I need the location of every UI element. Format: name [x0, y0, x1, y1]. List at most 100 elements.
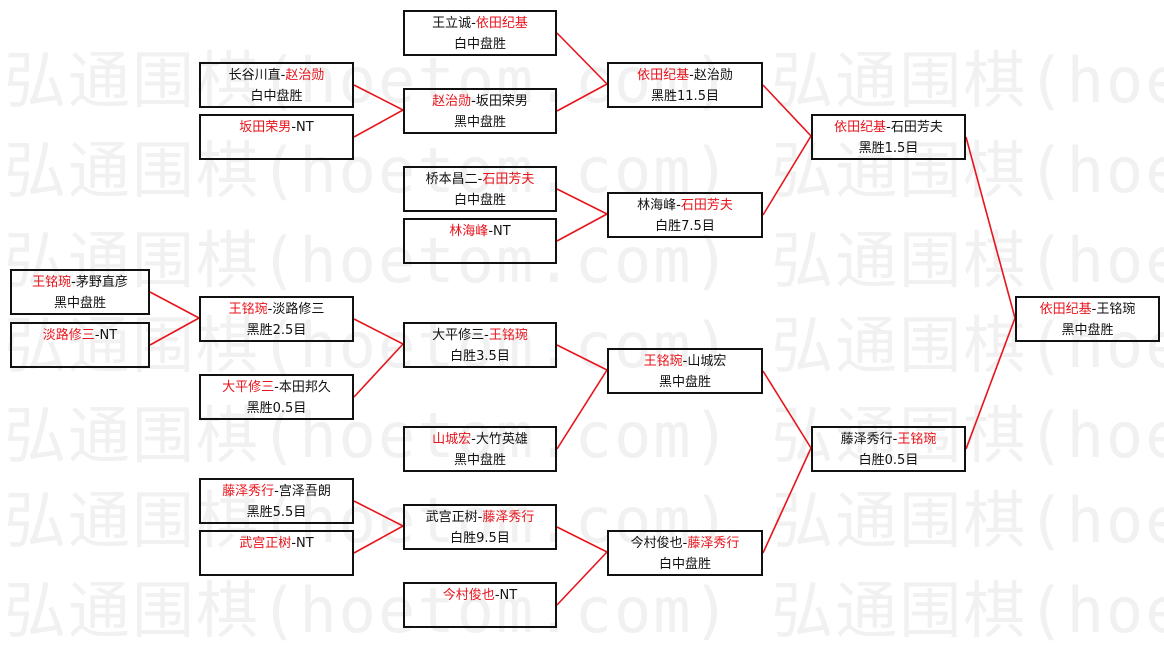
watermark-text: 弘通围棋(hoetom.com) 弘通围棋(hoetom. — [4, 224, 1164, 297]
match-result: 黑胜11.5目 — [651, 89, 719, 104]
player-name: 大竹英雄 — [475, 432, 528, 447]
player-name: 藤泽秀行 — [840, 432, 893, 447]
match-result: 黑中盘胜 — [453, 453, 506, 468]
separator: - — [291, 120, 297, 135]
match-result: 白中盘胜 — [658, 557, 711, 572]
match-result: 白胜7.5目 — [655, 219, 715, 234]
bracket-connector — [556, 32, 608, 85]
player-name: NT — [493, 224, 511, 239]
match-box: 依田纪基-王铭琬黑中盘胜 — [1015, 296, 1160, 342]
player-name: 茅野直彦 — [75, 275, 128, 290]
match-box: 藤泽秀行-王铭琬白胜0.5目 — [811, 426, 966, 472]
player-name: 王铭琬 — [643, 354, 683, 369]
match-players: 大平修三-本田邦久 — [201, 377, 352, 398]
match-players: 王铭琬-山城宏 — [609, 351, 761, 372]
match-result: 白中盘胜 — [250, 89, 303, 104]
match-players: 林海峰-石田芳夫 — [609, 195, 761, 216]
match-box: 长谷川直-赵治勋白中盘胜 — [199, 62, 354, 108]
watermark-text: 弘通围棋(hoetom.com) 弘通围棋(hoetom. — [4, 309, 1164, 382]
player-name: 王铭琬 — [488, 328, 528, 343]
match-box: 大平修三-王铭琬白胜3.5目 — [403, 322, 557, 368]
match-result: 黑中盘胜 — [53, 296, 106, 311]
player-name: 王铭琬 — [32, 275, 72, 290]
match-players: 大平修三-王铭琬 — [405, 325, 555, 346]
separator: - — [494, 588, 500, 603]
match-box: 林海峰-石田芳夫白胜7.5目 — [607, 192, 763, 238]
match-players: 依田纪基-赵治勋 — [609, 65, 761, 86]
match-box: 山城宏-大竹英雄黑中盘胜 — [403, 426, 557, 472]
separator: - — [471, 94, 476, 109]
match-box: 藤泽秀行-宫泽吾朗黑胜5.5目 — [199, 478, 354, 524]
bracket-connector — [965, 136, 1016, 319]
separator: - — [274, 484, 279, 499]
match-players: 王铭琬-茅野直彦 — [12, 272, 148, 293]
match-players: 桥本昌二-石田芳夫 — [405, 169, 555, 190]
bracket-connector — [556, 213, 608, 242]
separator: - — [682, 354, 688, 369]
match-box: 坂田荣男-NT — [199, 114, 354, 160]
match-result: 黑中盘胜 — [453, 115, 506, 130]
separator: - — [291, 536, 297, 551]
match-players: 长谷川直-赵治勋 — [201, 65, 352, 86]
separator: - — [676, 198, 681, 213]
player-name: 山城宏 — [432, 432, 472, 447]
player-name: 武宫正树 — [239, 536, 292, 551]
match-players: 赵治勋-坂田荣男 — [405, 91, 555, 112]
player-name: 王铭琬 — [228, 302, 268, 317]
match-players: 藤泽秀行-王铭琬 — [813, 429, 964, 450]
match-players: 武宫正树-NT — [201, 533, 352, 554]
separator: - — [477, 510, 483, 525]
player-name: NT — [99, 328, 118, 343]
player-name: 依田纪基 — [637, 68, 690, 83]
separator: - — [471, 16, 476, 31]
match-result: 白中盘胜 — [453, 37, 506, 52]
match-box: 王立诚-依田纪基白中盘胜 — [403, 10, 557, 56]
match-players: 坂田荣男-NT — [201, 117, 352, 138]
match-result: 黑胜2.5目 — [246, 323, 307, 338]
player-name: 王铭琬 — [897, 432, 937, 447]
player-name: 石田芳夫 — [890, 120, 943, 135]
match-players: 淡路修三-NT — [12, 325, 148, 346]
separator: - — [886, 120, 891, 135]
match-players: 王铭琬-淡路修三 — [201, 299, 352, 320]
player-name: 坂田荣男 — [239, 120, 292, 135]
player-name: 武宫正树 — [425, 510, 478, 525]
match-players: 依田纪基-王铭琬 — [1017, 299, 1158, 320]
separator: - — [682, 536, 688, 551]
match-box: 王铭琬-茅野直彦黑中盘胜 — [10, 269, 150, 315]
match-players: 武宫正树-藤泽秀行 — [405, 507, 555, 528]
bracket-connector — [149, 291, 200, 319]
watermark-text: 弘通围棋(hoetom.com) 弘通围棋(hoetom. — [4, 484, 1164, 557]
bracket-connector — [556, 83, 608, 112]
match-box: 今村俊也-NT — [403, 582, 557, 628]
watermark-text: 弘通围棋(hoetom.com) 弘通围棋(hoetom. — [4, 134, 1164, 207]
player-name: 依田纪基 — [475, 16, 528, 31]
watermark-text: 弘通围棋(hoetom.com) 弘通围棋(hoetom. — [4, 44, 1164, 117]
bracket-connector — [353, 84, 404, 111]
separator: - — [1091, 302, 1097, 317]
player-name: 宫泽吾朗 — [278, 484, 331, 499]
player-name: 桥本昌二 — [425, 172, 478, 187]
player-name: 石田芳夫 — [680, 198, 733, 213]
separator: - — [689, 68, 694, 83]
player-name: NT — [296, 536, 314, 551]
match-box: 林海峰-NT — [403, 218, 557, 264]
bracket-connector — [762, 135, 812, 216]
separator: - — [280, 68, 286, 83]
match-result: 白胜9.5目 — [450, 531, 510, 546]
match-box: 桥本昌二-石田芳夫白中盘胜 — [403, 166, 557, 212]
bracket-connector — [762, 447, 812, 554]
match-box: 赵治勋-坂田荣男黑中盘胜 — [403, 88, 557, 134]
match-players: 今村俊也-NT — [405, 585, 555, 606]
bracket-connector — [353, 343, 404, 398]
player-name: 今村俊也 — [442, 588, 495, 603]
separator: - — [477, 172, 483, 187]
bracket-connector — [762, 370, 812, 449]
bracket-connector — [556, 551, 608, 606]
match-players: 王立诚-依田纪基 — [405, 13, 555, 34]
match-result: 黑中盘胜 — [1061, 323, 1114, 338]
match-result: 白胜3.5目 — [450, 349, 510, 364]
separator: - — [471, 432, 476, 447]
match-box: 武宫正树-藤泽秀行白胜9.5目 — [403, 504, 557, 550]
